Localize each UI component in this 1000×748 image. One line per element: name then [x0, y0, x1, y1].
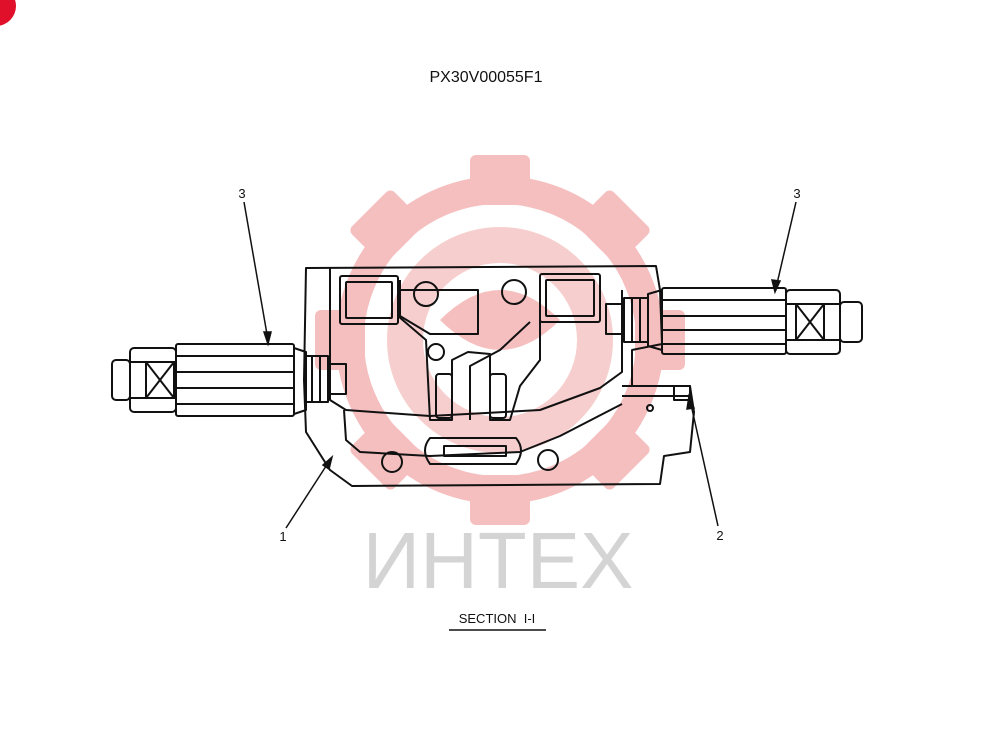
corner-badge-icon[interactable]	[0, 0, 16, 26]
drawing-code: PX30V00055F1	[430, 69, 543, 86]
callout-1: 1	[279, 529, 286, 544]
watermark-text: ИНТЕХ	[363, 516, 634, 605]
left-relief-valve	[111, 343, 347, 417]
leader-lines	[243, 201, 797, 529]
callout-2: 2	[716, 528, 723, 543]
callout-3-right: 3	[793, 186, 800, 201]
section-title: SECTION I-I	[459, 611, 536, 626]
right-relief-valve	[605, 287, 863, 355]
gear-watermark-icon	[315, 155, 685, 525]
callout-3-left: 3	[238, 186, 245, 201]
valve-body	[303, 265, 695, 487]
